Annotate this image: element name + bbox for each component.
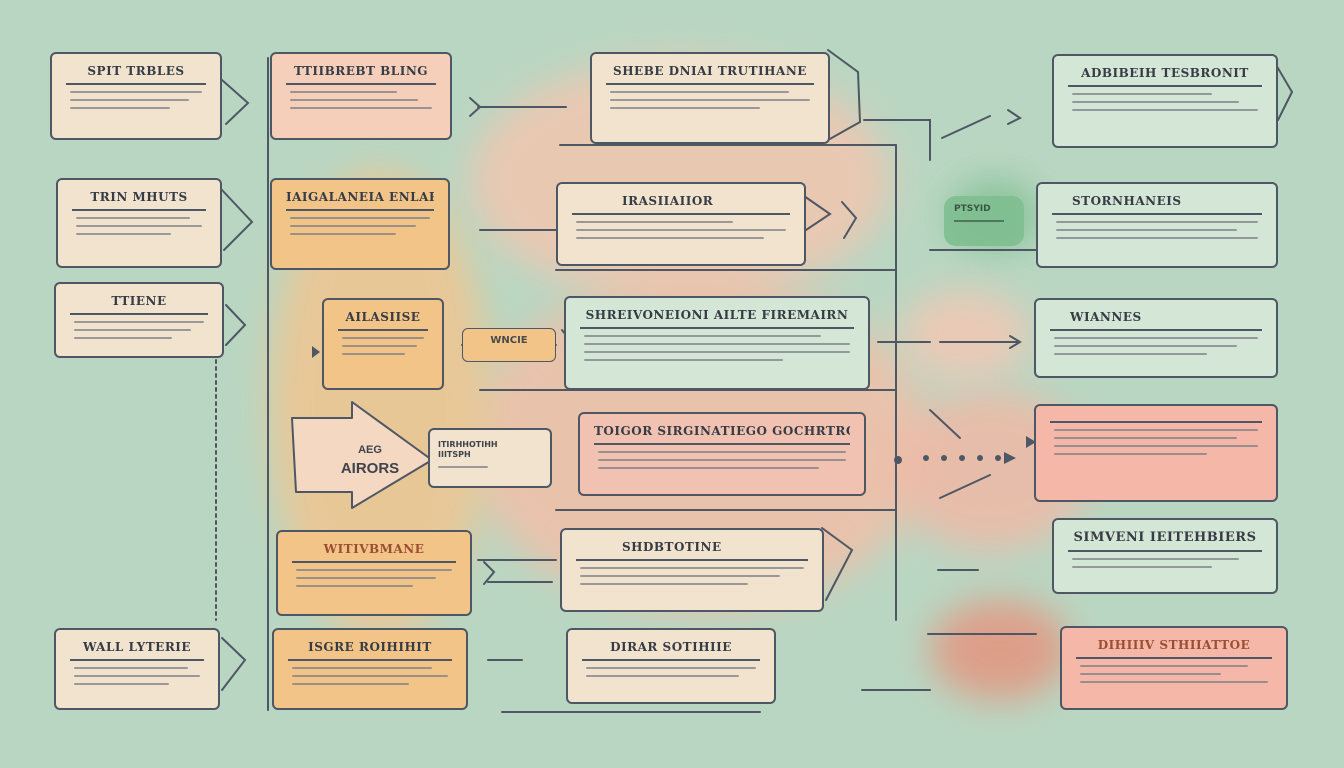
mini-box: ITIRHHOTIHH IIITSPH <box>428 428 552 488</box>
box-title: AILASIISE <box>338 310 428 331</box>
col2-box-2: IAIGALANEIA ENLARE <box>270 178 450 270</box>
tab-label: WNCIE <box>490 335 528 346</box>
col2-box-4: WITIVBMANE <box>276 530 472 616</box>
mid-box-1: SHEBE DNIAI TRUTIHANE <box>590 52 830 144</box>
mid-box-6: DIRAR SOTIHIIE <box>566 628 776 704</box>
box-title: TOIGOR SIRGINATIEGO GOCHRTROS RIIN <box>594 424 850 445</box>
col2-box-5: ISGRE ROIHIHIT <box>272 628 468 710</box>
right-box-3: WIANNES <box>1034 298 1278 378</box>
box-title: STORNHANEIS <box>1052 194 1262 215</box>
peach-wash-blob <box>900 290 1030 380</box>
dotted-arrow-icon <box>894 452 1016 464</box>
big-arrow-icon <box>291 401 433 509</box>
col2-box-1: TTIIBREBT BLING <box>270 52 452 140</box>
pink-wash-blob <box>930 600 1070 700</box>
box-title: SPIT TRBLES <box>66 64 206 85</box>
box-title: TTIENE <box>70 294 208 315</box>
col2-tab: WNCIE <box>462 328 556 362</box>
box-title: IRASIIAIIOR <box>572 194 790 215</box>
left-box-2: TRIN MHUTS <box>56 178 222 268</box>
box-title: TRIN MHUTS <box>72 190 206 211</box>
arrow-icon <box>312 346 320 358</box>
mid-box-5: SHDBTOTINE <box>560 528 824 612</box>
box-title: SHDBTOTINE <box>576 540 808 561</box>
arrow-icon <box>1026 436 1036 448</box>
box-title: SIMVENI IEITEHBIERS <box>1068 530 1262 552</box>
box-title: WITIVBMANE <box>292 542 456 563</box>
mid-box-4: TOIGOR SIRGINATIEGO GOCHRTROS RIIN <box>578 412 866 496</box>
box-title: WIANNES <box>1050 310 1262 331</box>
big-arrow-top-label: AEG <box>358 444 382 456</box>
right-box-4 <box>1034 404 1278 502</box>
mini-box-label: ITIRHHOTIHH IIITSPH <box>438 440 498 459</box>
box-title: IAIGALANEIA ENLARE <box>286 190 434 211</box>
right-box-2: STORNHANEIS <box>1036 182 1278 268</box>
big-arrow-bottom-label: AIRORS <box>340 460 400 477</box>
mint-tag: PTSYID <box>944 196 1024 246</box>
box-title: ISGRE ROIHIHIT <box>288 640 452 661</box>
box-title: ADBIBEIH TESBRONIT <box>1068 66 1262 87</box>
mid-box-3: SHREIVONEIONI AILTE FIREMAIRN <box>564 296 870 390</box>
right-box-5: SIMVENI IEITEHBIERS <box>1052 518 1278 594</box>
right-box-6: DIHIIIV STHIIATTOE <box>1060 626 1288 710</box>
mint-tag-label: PTSYID <box>954 204 991 214</box>
col2-box-3: AILASIISE <box>322 298 444 390</box>
left-box-4: WALL LYTERIE <box>54 628 220 710</box>
left-box-1: SPIT TRBLES <box>50 52 222 140</box>
right-box-1: ADBIBEIH TESBRONIT <box>1052 54 1278 148</box>
mid-box-2: IRASIIAIIOR <box>556 182 806 266</box>
left-box-3: TTIENE <box>54 282 224 358</box>
box-title: WALL LYTERIE <box>70 640 204 661</box>
box-title: TTIIBREBT BLING <box>286 64 436 85</box>
box-title: SHREIVONEIONI AILTE FIREMAIRN <box>580 308 854 329</box>
box-title: SHEBE DNIAI TRUTIHANE <box>606 64 814 85</box>
box-title <box>1050 416 1262 423</box>
box-title: DIRAR SOTIHIIE <box>582 640 760 661</box>
box-title: DIHIIIV STHIIATTOE <box>1076 638 1272 659</box>
